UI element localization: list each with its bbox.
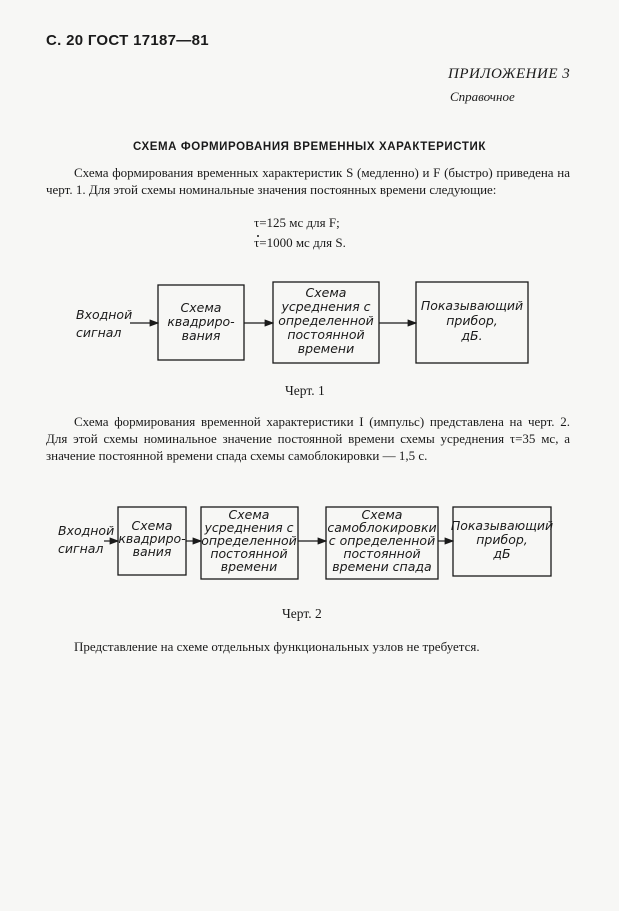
- fig1-block1-line1: Схема: [181, 300, 222, 315]
- fig2-input-label-line1: Входной: [58, 523, 114, 538]
- fig1-block2-line3: определенной: [278, 313, 374, 328]
- paragraph-3: Представление на схеме отдельных функцио…: [46, 638, 570, 655]
- fig1-block3-line1: Показывающий: [421, 298, 523, 313]
- fig2-block-latching: [325, 506, 439, 580]
- fig1-input-label-line1: Входной: [76, 307, 132, 322]
- figure-1-caption: Черт. 1: [285, 383, 325, 398]
- fig1-block1-line3: вания: [182, 328, 221, 343]
- fig2-block2-line3: определенной: [201, 533, 297, 548]
- paragraph-1: Схема формирования временных характерист…: [46, 164, 570, 198]
- paragraph-2-text: Схема формирования временной характерист…: [46, 414, 570, 463]
- fig1-block2-line5: времени: [298, 341, 354, 356]
- fig2-block4-line1: Показывающий: [451, 518, 553, 533]
- paragraph-2: Схема формирования временной характерист…: [46, 413, 570, 464]
- fig2-block2-line4: постоянной: [210, 546, 287, 561]
- fig1-block3-line3: дБ.: [460, 328, 482, 343]
- fig2-block2-line2: усреднения с: [203, 520, 293, 535]
- appendix-subtitle: Справочное: [450, 89, 515, 104]
- fig2-block2-line1: Схема: [229, 507, 270, 522]
- formula-fast: τ=125 мс для F;: [254, 215, 340, 230]
- figure-2-diagram: Входной сигнал Схема квадриро- вания Схе…: [58, 506, 553, 580]
- formula-slow-text: =1000 мс для S.: [259, 235, 346, 250]
- fig2-block2-line5: времени: [221, 559, 277, 574]
- fig2-block3-line3: с определенной: [329, 533, 435, 548]
- figure-1-diagram: Входной сигнал Схема квадриро- вания Схе…: [76, 281, 529, 364]
- fig2-block1-line1: Схема: [132, 518, 173, 533]
- formula-slow: τ=1000 мс для S.: [254, 235, 346, 251]
- fig1-input-label-line2: сигнал: [76, 325, 121, 340]
- figure-2-caption: Черт. 2: [282, 606, 322, 621]
- fig2-input-label-line2: сигнал: [58, 541, 103, 556]
- fig2-block1-line2: квадриро-: [118, 531, 186, 546]
- fig2-block3-line1: Схема: [362, 507, 403, 522]
- appendix-title: ПРИЛОЖЕНИЕ 3: [448, 66, 571, 82]
- section-title: СХЕМА ФОРМИРОВАНИЯ ВРЕМЕННЫХ ХАРАКТЕРИСТ…: [133, 141, 486, 153]
- tau-dot-symbol: τ: [254, 235, 260, 250]
- fig2-block-indicator: [452, 506, 552, 577]
- page-header-ref: С. 20 ГОСТ 17187—81: [46, 32, 209, 49]
- fig1-block1-line2: квадриро-: [167, 314, 235, 329]
- fig2-block-averaging: [200, 506, 299, 580]
- fig2-block3-line2: самоблокировки: [327, 520, 436, 535]
- fig1-block3-line2: прибор,: [446, 313, 498, 328]
- fig2-block3-line5: времени спада: [332, 559, 431, 574]
- fig1-block2-line2: усреднения с: [280, 299, 370, 314]
- fig2-block1-line3: вания: [133, 544, 172, 559]
- fig1-block-indicator: [415, 281, 529, 364]
- paragraph-3-text: Представление на схеме отдельных функцио…: [74, 639, 480, 654]
- fig1-block2-line1: Схема: [306, 285, 347, 300]
- fig2-block4-line2: прибор,: [476, 532, 528, 547]
- fig2-block4-line3: дБ: [492, 546, 510, 561]
- fig2-block3-line4: постоянной: [343, 546, 420, 561]
- paragraph-1-text: Схема формирования временных характерист…: [46, 165, 570, 197]
- fig1-block2-line4: постоянной: [287, 327, 364, 342]
